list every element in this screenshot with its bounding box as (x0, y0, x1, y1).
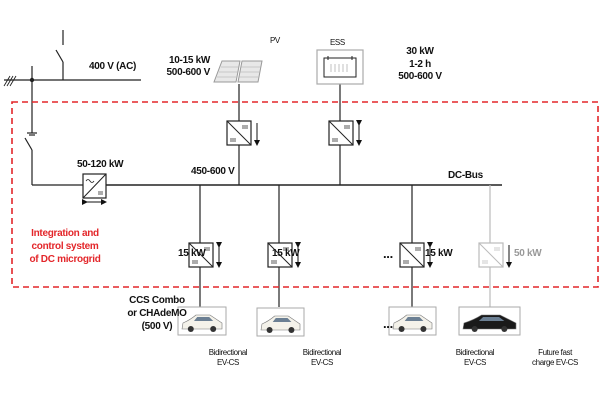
electric-car-image (256, 307, 305, 337)
pv-label: PV (270, 36, 280, 45)
dc-dc-converter-icon (226, 120, 260, 146)
charger-label-line: Bidirectional (455, 348, 495, 357)
ess-duration-label: 1-2 h (409, 58, 431, 70)
control-system-line: control system (31, 241, 99, 252)
ac-bus-voltage-label: 400 V (AC) (89, 61, 137, 72)
connector-line: (500 V) (141, 321, 173, 332)
grid-converter-power-label: 50-120 kW (77, 159, 124, 170)
three-phase-icon (3, 75, 17, 87)
solar-panel-icon (213, 60, 263, 83)
dc-dc-converter-icon (478, 242, 512, 268)
connector-line: CCS Combo (129, 295, 185, 306)
charger-label-line: Bidirectional (302, 348, 342, 357)
charger-1-power: 15 kW (178, 248, 206, 259)
dc-bus-label: DC-Bus (448, 170, 483, 181)
charger-label-line: EV-CS (216, 358, 239, 367)
charger-4-power: 50 kW (514, 248, 542, 259)
charger-label-line: Bidirectional (208, 348, 248, 357)
control-system-label: Integration and control system of DC mic… (15, 227, 115, 266)
charger-3-power: 15 kW (425, 248, 453, 259)
ellipsis-cars: ... (383, 316, 393, 331)
control-system-boundary (11, 101, 599, 288)
electric-car-image (177, 306, 227, 336)
control-system-line: of DC microgrid (29, 254, 101, 265)
ess-label: ESS (330, 38, 345, 47)
battery-storage-icon (316, 49, 364, 85)
control-system-line: Integration and (31, 228, 99, 239)
ess-power-label: 30 kW (406, 46, 434, 57)
dc-dc-converter-icon (328, 120, 362, 146)
connector-line: or CHAdeMO (127, 308, 187, 319)
connector-label: CCS Combo or CHAdeMO (500 V) (117, 294, 197, 333)
charger-label-line: EV-CS (310, 358, 333, 367)
ess-voltage-label: 500-600 V (398, 71, 442, 82)
charger-label-line: Future fast (538, 348, 572, 357)
pv-voltage-label: 500-600 V (166, 67, 211, 78)
dc-dc-converter-icon (267, 242, 301, 268)
dc-dc-converter-icon (399, 242, 433, 268)
pv-power-label: 10-15 kW (169, 55, 210, 66)
charger-label-line: charge EV-CS (532, 358, 578, 367)
ac-dc-converter-icon (82, 173, 107, 205)
switch-icon (55, 49, 64, 63)
dc-bus-voltage-label: 450-600 V (191, 166, 235, 177)
ellipsis-converters: ... (383, 246, 393, 261)
electric-car-image (388, 306, 437, 336)
fast-charge-car-image (458, 306, 521, 336)
charger-label-line: EV-CS (463, 358, 486, 367)
breaker-switch-icon (24, 137, 33, 151)
dc-dc-converter-icon (188, 242, 222, 268)
charger-2-power: 15 kW (272, 248, 300, 259)
